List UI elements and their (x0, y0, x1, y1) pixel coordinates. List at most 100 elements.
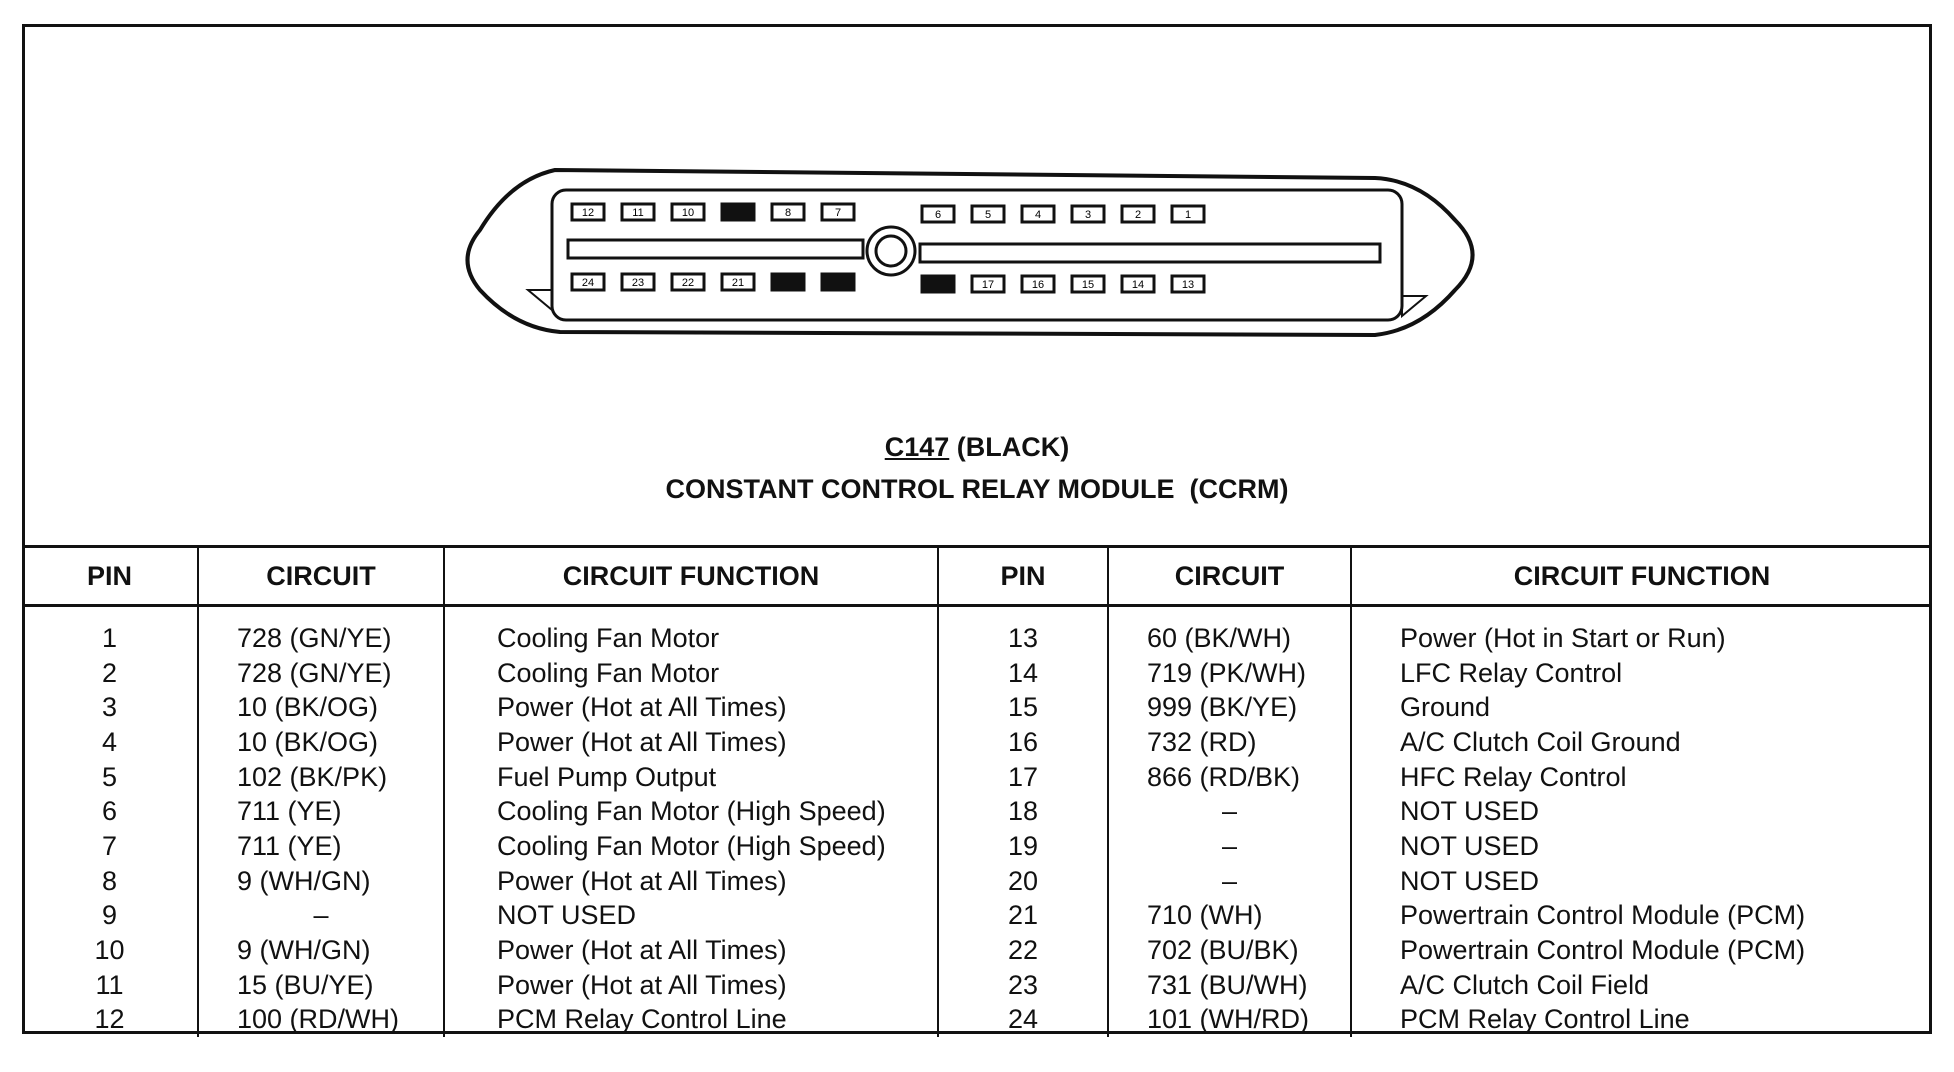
circuit-cell: 10 (BK/OG) (197, 690, 444, 726)
function-cell: Power (Hot in Start or Run) (1350, 605, 1932, 656)
circuit-cell: 999 (BK/YE) (1107, 690, 1351, 726)
function-cell: Power (Hot at All Times) (443, 967, 938, 1003)
pin-cavity-17 (970, 274, 1006, 294)
pin-cell: 20 (937, 863, 1108, 899)
function-cell: Ground (1350, 690, 1932, 726)
pin-cell: 12 (94, 1004, 125, 1035)
pin-cell: 24 (937, 1002, 1108, 1038)
circuit-cell: 10 (BK/OG) (197, 725, 444, 760)
function-cell: Cooling Fan Motor (443, 655, 938, 691)
connector-inner-shell (550, 188, 1404, 322)
table-header-row: PIN CIRCUIT CIRCUIT FUNCTION PIN CIRCUIT… (22, 545, 1932, 607)
pin-cell: 6 (101, 796, 118, 827)
pin-cavity-22 (670, 272, 706, 292)
circuit-cell: 728 (GN/YE) (197, 605, 444, 656)
function-cell: Cooling Fan Motor (High Speed) (443, 829, 938, 864)
pin-cavity-label: 21 (732, 277, 744, 289)
pin-cell: 8 (101, 865, 118, 896)
pin-cavity-label: 15 (1082, 279, 1094, 291)
function-cell: NOT USED (1350, 829, 1932, 864)
function-cell: HFC Relay Control (1350, 759, 1932, 795)
pin-cell: 17 (937, 759, 1108, 795)
function-cell: Cooling Fan Motor (443, 605, 938, 656)
pin-cavity-8 (770, 202, 806, 222)
pin-cavity-2 (1120, 204, 1156, 224)
pin-cavity-label: 16 (1032, 279, 1044, 291)
function-cell: NOT USED (443, 898, 938, 934)
circuit-cell: 719 (PK/WH) (1107, 655, 1351, 691)
pin-cavity-label: 10 (682, 207, 694, 219)
key-slot-left (566, 238, 865, 260)
connector-id: C147 (884, 432, 950, 462)
pin-cavity-label: 12 (582, 207, 594, 219)
pin-cavity-5 (970, 204, 1006, 224)
pin-cavity-18 (920, 274, 956, 294)
pin-cavity-label: 23 (632, 277, 644, 289)
pin-cavity-label: 22 (682, 277, 694, 289)
pin-cavity-4 (1020, 204, 1056, 224)
circuit-cell: 102 (BK/PK) (197, 759, 444, 795)
pin-cavity-24 (570, 272, 606, 292)
header-pin: PIN (22, 545, 198, 607)
header-pin-2: PIN (937, 545, 1108, 607)
lock-tab-right (1401, 295, 1429, 319)
pin-cavity-23 (620, 272, 656, 292)
pin-cavity-11 (620, 202, 656, 222)
header-circuit-2: CIRCUIT (1107, 545, 1351, 607)
function-cell: LFC Relay Control (1350, 655, 1932, 691)
pin-cavity-1 (1170, 204, 1206, 224)
pin-cavity-label: 1 (1185, 209, 1191, 221)
circuit-cell: 60 (BK/WH) (1107, 605, 1351, 656)
circuit-cell: 731 (BU/WH) (1107, 967, 1351, 1003)
pin-cell: 22 (937, 933, 1108, 968)
pin-cell: 5 (101, 761, 118, 792)
pin-cavity-13 (1170, 274, 1206, 294)
pin-cavity-9 (720, 202, 756, 222)
function-cell: Cooling Fan Motor (High Speed) (443, 794, 938, 830)
function-cell: Power (Hot at All Times) (443, 863, 938, 899)
pin-cavity-label: 8 (785, 207, 791, 219)
circuit-cell: 100 (RD/WH) (197, 1002, 444, 1038)
pin-cavity-label: 6 (935, 209, 941, 221)
connector-color: (BLACK) (956, 432, 1070, 462)
pin-cell: 21 (937, 898, 1108, 934)
key-slot-right (918, 242, 1382, 264)
pin-cavity-label: 5 (985, 209, 991, 221)
function-cell: Power (Hot at All Times) (443, 725, 938, 760)
circuit-cell: 9 (WH/GN) (197, 863, 444, 899)
circuit-cell: 101 (WH/RD) (1107, 1002, 1351, 1038)
pin-cell: 4 (101, 726, 118, 757)
function-cell: Power (Hot at All Times) (443, 690, 938, 726)
function-cell: Powertrain Control Module (PCM) (1350, 933, 1932, 968)
circuit-cell: 15 (BU/YE) (197, 967, 444, 1003)
pin-cavity-15 (1070, 274, 1106, 294)
circuit-cell: – (1107, 863, 1351, 899)
circuit-cell: 9 (WH/GN) (197, 933, 444, 968)
connector-caption: C147 (BLACK) (0, 432, 1954, 463)
pin-cell: 3 (101, 692, 118, 723)
module-name: CONSTANT CONTROL RELAY MODULE (CCRM) (665, 474, 1289, 504)
lock-tab-left (525, 289, 553, 313)
pin-cell: 13 (937, 605, 1108, 656)
pin-cavity-label: 2 (1135, 209, 1141, 221)
pin-cell: 23 (937, 967, 1108, 1003)
pin-cavity-label: 17 (982, 279, 994, 291)
header-circuit: CIRCUIT (197, 545, 444, 607)
function-cell: A/C Clutch Coil Ground (1350, 725, 1932, 760)
circuit-cell: – (197, 898, 444, 934)
center-post-inner (874, 234, 908, 268)
pin-cell: 16 (937, 725, 1108, 760)
pin-cavity-10 (670, 202, 706, 222)
connector-body (465, 167, 1475, 338)
pin-cell: 15 (937, 690, 1108, 726)
pinout-table: PIN CIRCUIT CIRCUIT FUNCTION PIN CIRCUIT… (22, 545, 1932, 1038)
pin-cell: 1 (101, 622, 118, 653)
